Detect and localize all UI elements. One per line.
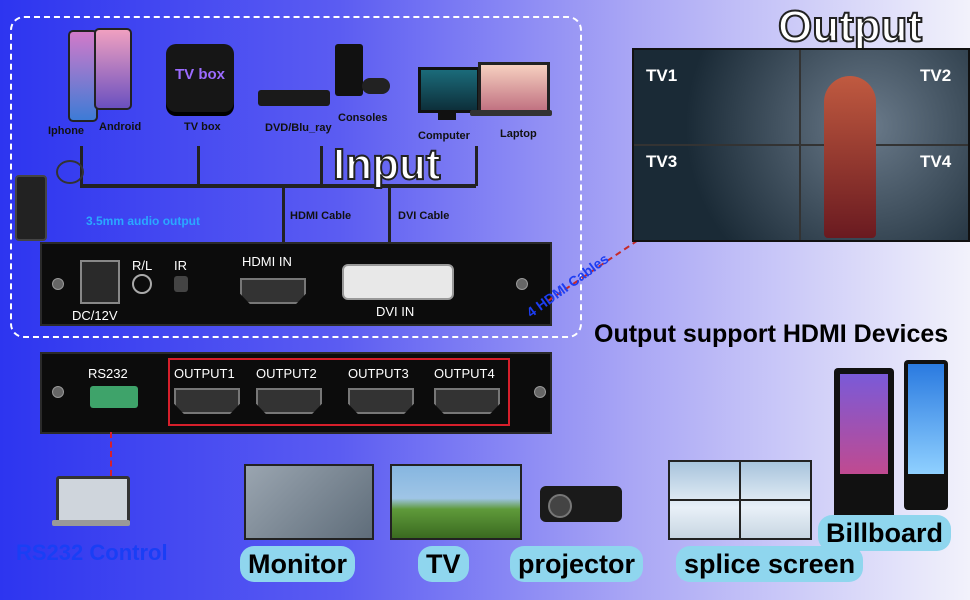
tv-label: TV [418,546,469,582]
rs232-cable [110,432,112,476]
output3-port [348,388,414,414]
iphone-image [68,30,98,122]
dvd-player-image [258,90,330,106]
tv4-label: TV4 [920,152,952,171]
output1-port [174,388,240,414]
tv1-label: TV1 [646,66,678,85]
computer-label: Computer [418,130,470,142]
tv3-label: TV3 [646,152,678,171]
speaker-image [15,175,47,241]
hdmi-in-port [240,278,306,304]
cable-drop-laptop [475,146,478,186]
android-phone-image [94,28,132,110]
tv-box-brand: TV box [174,66,225,83]
dc-label: DC/12V [72,308,118,323]
dvi-cable-label: DVI Cable [398,210,450,222]
monitor-label: Monitor [240,546,355,582]
rs232-label: RS232 [88,366,128,381]
tv-box-image: TV box [166,44,234,112]
performer-figure [824,76,876,238]
output1-label: OUTPUT1 [174,366,235,381]
splice-screen-image [668,460,812,540]
input-panel: DC/12V R/L IR HDMI IN DVI IN [40,242,552,326]
output4-port [434,388,500,414]
hdmi-in-label: HDMI IN [242,254,292,269]
cable-bus [80,184,476,188]
dvi-in-label: DVI IN [376,304,415,319]
computer-monitor-image [418,67,480,113]
billboard-kiosk-screen [840,374,888,474]
rl-audio-jack [132,274,152,294]
dvi-cable-line [388,188,391,246]
iphone-label: Iphone [48,125,85,137]
video-wall: TV1 TV2 TV3 TV4 [632,48,970,242]
laptop-image [478,62,550,114]
projector-image [540,486,622,522]
billboard-standee-image [904,360,948,510]
ir-sensor [174,276,188,292]
cable-drop-tvbox [197,146,200,186]
dvi-in-port [342,264,454,300]
output-support-heading: Output support HDMI Devices [594,320,949,348]
rs232-laptop-image [56,476,130,526]
ir-label: IR [174,258,187,273]
monitor-image [244,464,374,540]
video-wall-horizontal-divider [634,144,968,146]
laptop-label: Laptop [500,128,537,140]
dc-jack [80,260,120,304]
cable-drop-dvd [320,146,323,186]
output-panel-screw-right [534,386,546,398]
hdmi-cable-label: HDMI Cable [290,210,352,222]
tvbox-label: TV box [184,121,221,133]
output2-label: OUTPUT2 [256,366,317,381]
output-heading: Output [777,1,923,52]
audio-cable-icon [56,160,84,184]
hdmi-cable-line [282,188,285,254]
input-heading: Input [332,139,442,190]
audio-output-label: 3.5mm audio output [86,214,200,228]
tv-image [390,464,522,540]
android-label: Android [99,121,142,133]
rs232-control-label: RS232 Control [16,540,168,565]
gamepad-icon [362,78,390,94]
projector-lens [548,494,572,518]
consoles-label: Consoles [338,112,388,124]
output4-label: OUTPUT4 [434,366,495,381]
console-image [335,44,363,96]
billboard-standee-screen [908,364,944,474]
rl-label: R/L [132,258,153,273]
output-panel-screw-left [52,386,64,398]
dvd-label: DVD/Blu_ray [265,122,332,134]
splice-screen-label: splice screen [676,546,864,582]
billboard-kiosk-image [834,368,894,520]
rs232-laptop-base [52,520,130,526]
input-panel-screw-right [516,278,528,290]
laptop-base [470,110,552,116]
rs232-terminal [90,386,138,408]
output3-label: OUTPUT3 [348,366,409,381]
tv2-label: TV2 [920,66,952,85]
output2-port [256,388,322,414]
input-group-frame [10,16,582,338]
output-ports-highlight [168,358,510,426]
monitor-stand [438,110,456,120]
billboard-label: Billboard [818,515,952,551]
input-panel-screw-left [52,278,64,290]
output-panel: RS232 OUTPUT1 OUTPUT2 OUTPUT3 OUTPUT4 [40,352,552,434]
projector-label: projector [510,546,644,582]
splice-screen-horizontal-divider [670,499,810,501]
